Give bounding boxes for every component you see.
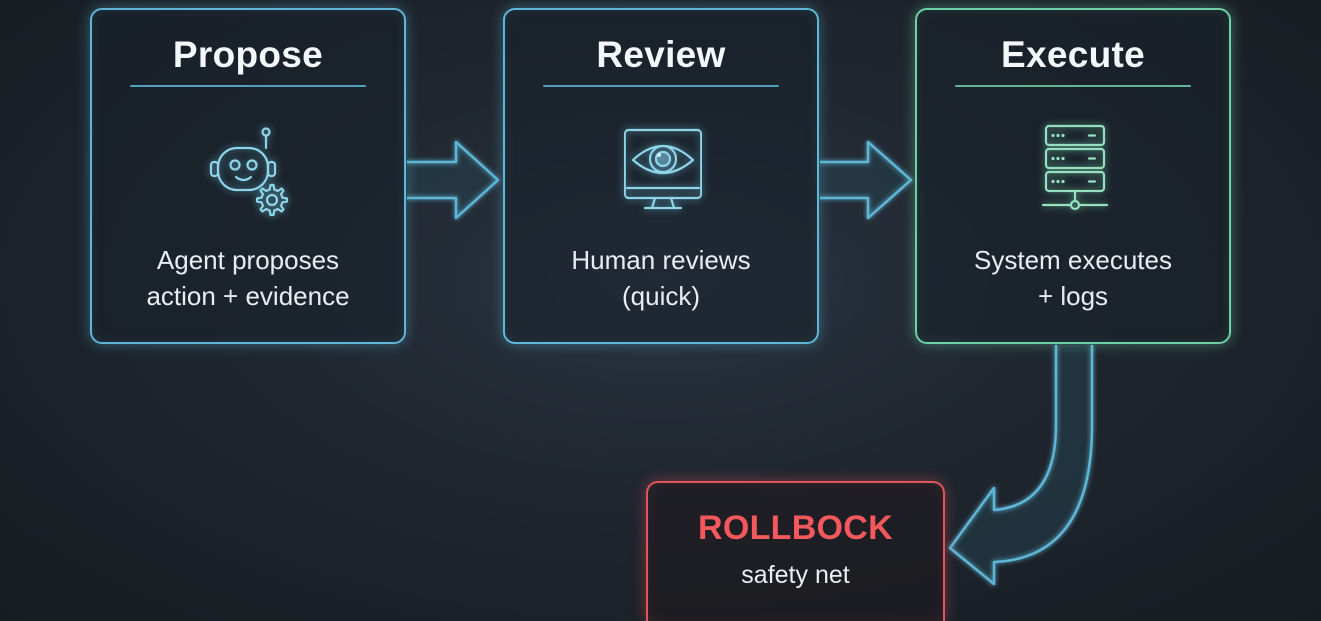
stage-review-card: Review Human reviews (quick) bbox=[503, 8, 819, 344]
stage-description: System executes + logs bbox=[917, 242, 1229, 314]
title-divider bbox=[130, 85, 366, 87]
rollback-title: ROLLBOCK bbox=[697, 509, 894, 547]
robot-gear-icon bbox=[209, 127, 289, 217]
stage-execute-card: Execute System executes + logs bbox=[915, 8, 1231, 344]
stage-title: Propose bbox=[172, 34, 324, 75]
description-line: Human reviews bbox=[571, 245, 751, 275]
description-line: action + evidence bbox=[146, 281, 350, 311]
rollback-card: ROLLBOCK safety net bbox=[646, 481, 945, 621]
arrow-execute-to-rollback bbox=[948, 345, 1094, 586]
title-divider bbox=[955, 85, 1191, 87]
rollback-subtitle: safety net bbox=[741, 561, 850, 589]
stage-title: Execute bbox=[1000, 34, 1145, 75]
arrow-review-to-execute bbox=[820, 140, 913, 220]
stage-propose-card: Propose Agent proposes action + evidence bbox=[90, 8, 406, 344]
description-line: System executes bbox=[974, 245, 1172, 275]
description-line: + logs bbox=[1037, 281, 1109, 311]
stage-description: Human reviews (quick) bbox=[505, 242, 817, 314]
description-line: Agent proposes bbox=[156, 245, 340, 275]
server-rack-icon bbox=[1041, 124, 1109, 211]
stage-description: Agent proposes action + evidence bbox=[92, 242, 404, 314]
description-line: (quick) bbox=[621, 281, 700, 311]
arrow-propose-to-review bbox=[407, 140, 500, 220]
eye-monitor-icon bbox=[623, 128, 702, 210]
stage-title: Review bbox=[596, 34, 726, 75]
title-divider bbox=[543, 85, 779, 87]
